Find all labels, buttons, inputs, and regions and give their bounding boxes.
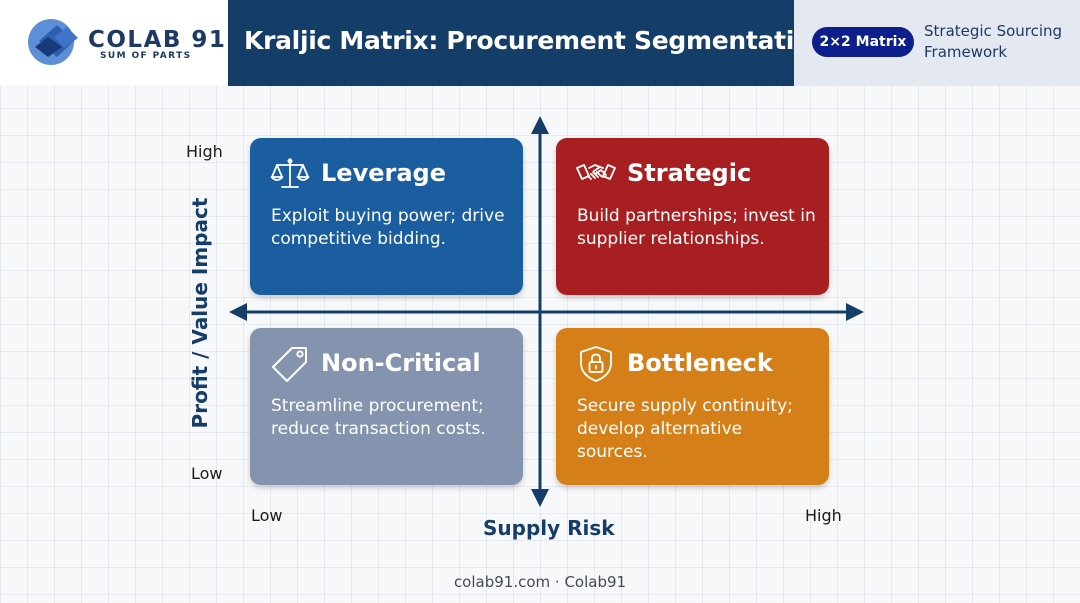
axis-arrow-left	[229, 303, 247, 321]
quadrant-strategic: Strategic Build partnerships; invest in …	[556, 138, 829, 295]
handshake-icon	[576, 164, 616, 180]
y-axis-high-label: High	[186, 142, 223, 161]
quadrant-title: Leverage	[321, 159, 446, 187]
brand-name: COLAB 91	[88, 27, 227, 53]
quadrant-description: Exploit buying power; drive competitive …	[271, 206, 505, 249]
axis-arrow-right	[846, 303, 864, 321]
brand-tagline: SUM OF PARTS	[100, 51, 192, 61]
quadrant-non-critical: Non-Critical Streamline procurement; red…	[250, 328, 523, 485]
footer-credit: colab91.com · Colab91	[453, 573, 627, 591]
quadrant-leverage: Leverage Exploit buying power; drive com…	[250, 138, 523, 295]
x-axis-low-label: Low	[251, 506, 283, 525]
quadrant-title: Non-Critical	[321, 349, 481, 377]
quadrant-bottleneck: Bottleneck Secure supply continuity; dev…	[556, 328, 829, 485]
axis-arrow-down	[531, 489, 549, 507]
header: COLAB 91 SUM OF PARTS Kraljic Matrix: Pr…	[0, 0, 1080, 86]
x-axis-title: Supply Risk	[483, 516, 615, 540]
matrix-badge: 2×2 Matrix	[812, 27, 914, 57]
header-side-panel: 2×2 Matrix Strategic Sourcing Framework	[794, 0, 1080, 86]
title-bar: Kraljic Matrix: Procurement Segmentation	[228, 0, 829, 86]
quadrant-description: Secure supply continuity; develop altern…	[577, 396, 793, 462]
scale-icon	[270, 158, 310, 188]
y-axis-title: Profit / Value Impact	[188, 197, 212, 429]
tag-icon	[272, 347, 307, 382]
y-axis-low-label: Low	[191, 464, 223, 483]
logo-icon	[28, 19, 78, 65]
quadrant-title: Strategic	[627, 159, 752, 187]
quadrant-title: Bottleneck	[627, 349, 773, 377]
header-subtitle: Strategic Sourcing Framework	[924, 22, 1063, 61]
page-title: Kraljic Matrix: Procurement Segmentation	[244, 26, 829, 55]
quadrant-description: Streamline procurement; reduce transacti…	[271, 396, 486, 439]
quadrant-description: Build partnerships; invest in supplier r…	[577, 206, 816, 249]
lock-icon	[580, 346, 612, 382]
brand: COLAB 91 SUM OF PARTS	[0, 0, 228, 86]
axis-arrow-up	[531, 116, 549, 134]
x-axis-high-label: High	[805, 506, 842, 525]
